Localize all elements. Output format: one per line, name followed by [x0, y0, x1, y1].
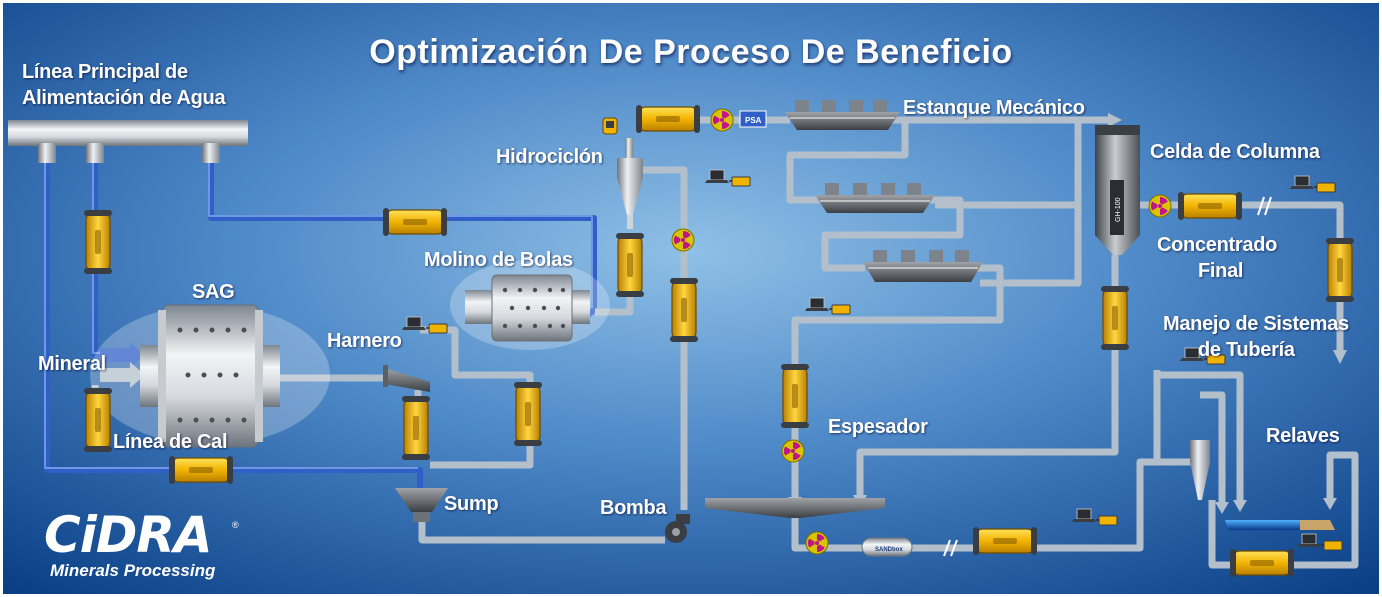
label-water-line-1: Línea Principal de [22, 61, 188, 83]
sonar-meter-icon [1178, 192, 1242, 220]
radiation-gauge-icon [781, 439, 805, 463]
radiation-gauge-icon [805, 531, 829, 555]
sag-mill [90, 304, 330, 448]
sonar-meter-icon [514, 382, 542, 446]
label-lime-line: Línea de Cal [113, 431, 228, 453]
cidra-logo: CiDRA [44, 506, 213, 564]
flotation-bank-2 [815, 183, 935, 213]
label-hydrocyclone: Hidrociclón [496, 146, 603, 168]
psa-label: PSA [745, 116, 762, 125]
label-piping-2: de Tubería [1198, 339, 1295, 361]
label-sag: SAG [192, 281, 235, 303]
tailings-pond [1225, 520, 1335, 530]
laptop-transmitter-icon [1072, 508, 1118, 526]
sonar-meter-icon [670, 278, 698, 342]
sonar-meter-icon [1230, 549, 1294, 577]
laptop-transmitter-icon [1290, 175, 1336, 193]
radiation-gauge-icon [671, 228, 695, 252]
column-cell: GH-100 [1095, 125, 1140, 255]
sonar-meter-icon [616, 233, 644, 297]
psa-box: PSA [739, 110, 767, 128]
page-title: Optimización De Proceso De Beneficio [369, 33, 1013, 71]
sonar-meter-icon [383, 208, 447, 236]
flotation-bank-1 [785, 100, 900, 130]
label-sump: Sump [444, 493, 499, 515]
label-ball-mill: Molino de Bolas [424, 249, 573, 271]
gh-label: GH-100 [1115, 197, 1122, 222]
laptop-transmitter-icon [805, 297, 851, 315]
label-thickener: Espesador [828, 416, 928, 438]
label-mineral: Mineral [38, 353, 106, 375]
sonar-meter-icon [169, 456, 233, 484]
logo-subtitle: Minerals Processing [50, 561, 216, 580]
sonar-meter-icon [1326, 238, 1354, 302]
label-piping-1: Manejo de Sistemas [1163, 313, 1349, 335]
sonar-meter-icon [84, 388, 112, 452]
pump [665, 514, 690, 543]
label-mechanical-tank: Estanque Mecánico [903, 97, 1085, 119]
label-pump: Bomba [600, 497, 667, 519]
flotation-bank-3 [863, 250, 983, 282]
probe-device [602, 117, 618, 135]
laptop-transmitter-icon [402, 316, 448, 334]
sonar-meter-icon [781, 364, 809, 428]
mineral-arrows [100, 342, 145, 368]
laptop-transmitter-icon [1180, 347, 1226, 365]
label-tailings: Relaves [1266, 425, 1340, 447]
thickener [705, 498, 885, 518]
label-screen: Harnero [327, 330, 402, 352]
screen-harnero [383, 365, 430, 392]
sonar-meter-icon [1101, 286, 1129, 350]
sonar-meter-icon [973, 527, 1037, 555]
laptop-transmitter-icon [705, 169, 751, 187]
hydrocyclone [617, 138, 643, 229]
sonar-meter-icon [84, 210, 112, 274]
label-final-concentrate-2: Final [1198, 260, 1244, 282]
ball-mill [450, 260, 610, 350]
sandbox-label: SANDbox [875, 547, 903, 553]
radiation-gauge-icon [710, 108, 734, 132]
pipe-breaks [943, 196, 1272, 557]
label-column-cell: Celda de Columna [1150, 141, 1320, 163]
tailings-cyclone [1190, 440, 1210, 500]
radiation-gauge-icon [1148, 194, 1172, 218]
label-water-line-2: Alimentación de Agua [22, 87, 226, 109]
registered-mark: ® [232, 520, 239, 530]
sonar-meter-icon [402, 396, 430, 460]
sonar-meter-icon [636, 105, 700, 133]
laptop-transmitter-icon [1297, 533, 1343, 551]
sump [395, 488, 448, 522]
sandbox-device: SANDbox [861, 537, 913, 557]
label-final-concentrate-1: Concentrado [1157, 234, 1278, 256]
water-main-pipe [8, 120, 248, 163]
